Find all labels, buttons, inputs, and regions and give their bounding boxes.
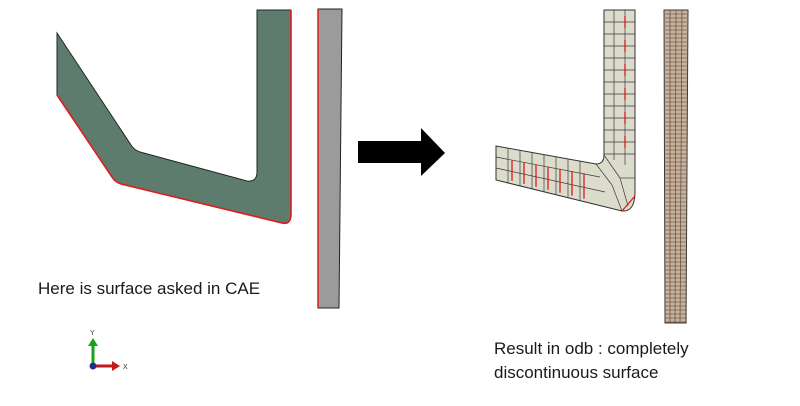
cae-selected-surface [56,10,292,225]
cae-part-view [56,8,343,309]
mesh-edge [603,154,621,179]
odb-bent-mesh [495,9,636,212]
triad-y-label: Y [90,330,95,337]
odb-discontinuous-surface [511,16,636,212]
mesh-edge [495,167,606,193]
odb-meshed-view [495,9,689,324]
odb-mesh-lines [495,10,635,212]
strip-edge [679,9,683,324]
cae-surface-caption: Here is surface asked in CAE [38,279,261,298]
strip-edge [674,9,677,324]
odb-fine-strip-lines [665,9,687,324]
surface-segment [621,195,636,212]
mesh-edge [611,184,623,212]
odb-result-caption-line2: discontinuous surface [494,363,659,382]
triad-x-label: X [123,364,128,371]
odb-result-caption: Result in odb : completely discontinuous… [494,337,689,385]
cae-rigid-wall [317,8,343,309]
cae-bent-part [56,9,292,224]
odb-result-caption-line1: Result in odb : completely [494,339,689,358]
coordinate-triad-icon: Y X [88,330,128,371]
right-arrow-icon [358,128,445,176]
mesh-edge [595,163,613,186]
mesh-edge [619,177,629,207]
